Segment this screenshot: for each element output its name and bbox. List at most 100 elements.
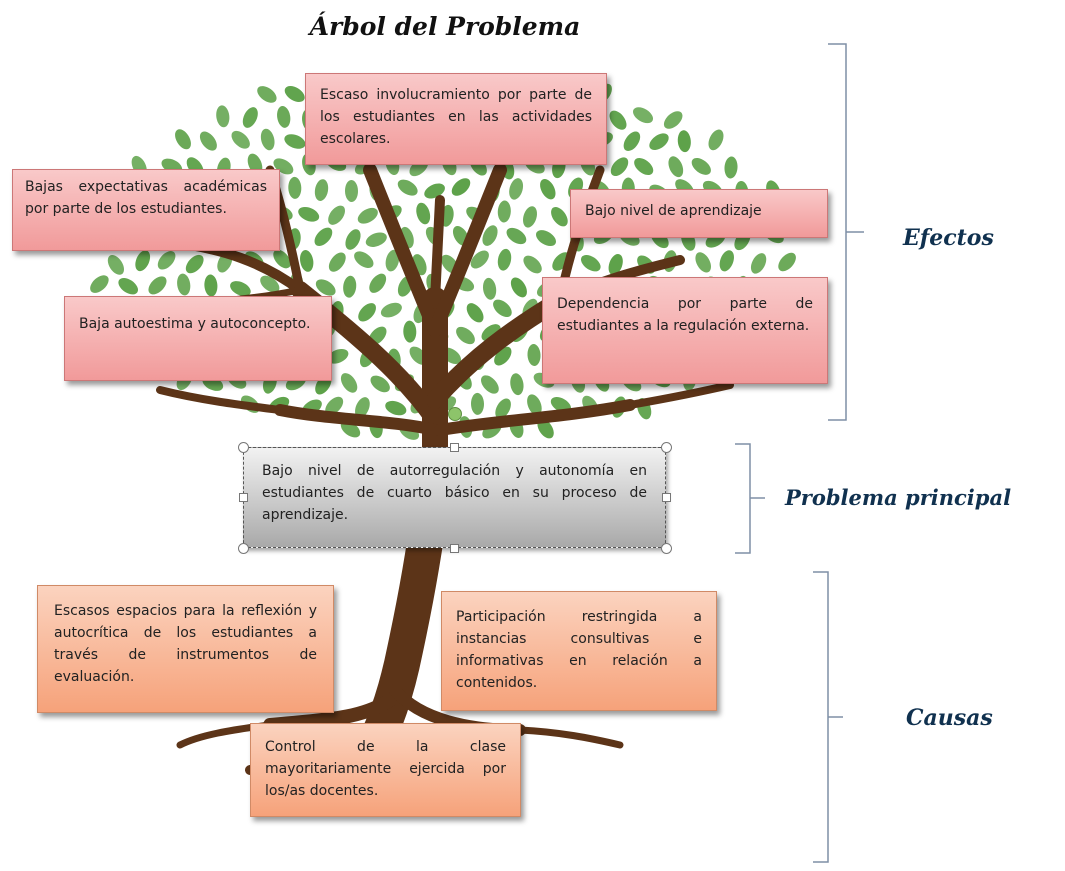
leaf bbox=[185, 254, 204, 274]
effect-box-learning-level[interactable]: Bajo nivel de aprendizaje bbox=[570, 189, 828, 238]
leaf bbox=[510, 373, 524, 396]
leaf bbox=[540, 179, 556, 200]
leaf bbox=[610, 157, 629, 177]
main-problem-box[interactable]: Bajo nivel de autorregulación y autonomí… bbox=[243, 447, 666, 548]
leaf bbox=[523, 255, 542, 274]
leaf bbox=[481, 375, 499, 394]
leaf bbox=[273, 249, 291, 269]
leaf bbox=[277, 105, 291, 128]
rotate-handle[interactable] bbox=[448, 407, 462, 421]
problem-label: Problema principal bbox=[785, 485, 1012, 510]
leaf bbox=[663, 111, 683, 129]
leaf bbox=[257, 86, 277, 103]
cause-box-reflection[interactable]: Escasos espacios para la reflexión y aut… bbox=[37, 585, 334, 713]
leaf bbox=[107, 255, 124, 275]
leaf bbox=[385, 400, 407, 416]
leaf bbox=[482, 225, 498, 246]
leaf bbox=[314, 179, 329, 201]
leaf bbox=[527, 344, 541, 366]
leaf bbox=[118, 278, 139, 295]
leaf bbox=[523, 206, 537, 228]
resize-handle-bottom[interactable] bbox=[450, 544, 459, 553]
leaf bbox=[416, 202, 431, 225]
leaf bbox=[204, 274, 218, 297]
leaf bbox=[456, 326, 475, 345]
leaf bbox=[535, 230, 557, 247]
leaf bbox=[370, 375, 390, 393]
resize-handle-top-right[interactable] bbox=[661, 442, 672, 453]
resize-handle-bottom-right[interactable] bbox=[661, 543, 672, 554]
effects-label: Efectos bbox=[903, 225, 994, 251]
leaf bbox=[380, 302, 402, 318]
leaf bbox=[482, 277, 497, 300]
main-problem-text: Bajo nivel de autorregulación y autonomí… bbox=[262, 463, 647, 523]
cause-box-participation[interactable]: Participación restringida a instancias c… bbox=[441, 591, 717, 711]
effect-box-expectations[interactable]: Bajas expectativas académicas por parte … bbox=[12, 169, 280, 251]
resize-handle-bottom-left[interactable] bbox=[238, 543, 249, 554]
leaf bbox=[230, 281, 251, 297]
resize-handle-top-left[interactable] bbox=[238, 442, 249, 453]
leaf bbox=[632, 107, 654, 124]
leaf bbox=[778, 252, 796, 272]
effects-bracket bbox=[828, 43, 864, 421]
leaf bbox=[708, 129, 724, 151]
leaf bbox=[284, 86, 305, 102]
leaf bbox=[260, 275, 280, 293]
leaf bbox=[327, 348, 349, 364]
effect-text: Baja autoestima y autoconcepto. bbox=[79, 316, 311, 332]
leaf bbox=[385, 249, 400, 272]
leaf bbox=[510, 277, 527, 298]
leaf bbox=[325, 396, 344, 416]
leaf bbox=[344, 180, 359, 202]
leaf bbox=[314, 227, 333, 246]
leaf bbox=[506, 227, 527, 245]
leaf bbox=[355, 397, 370, 419]
leaf bbox=[90, 275, 109, 293]
leaf bbox=[345, 229, 361, 250]
leaf bbox=[199, 131, 217, 151]
leaf bbox=[315, 279, 336, 296]
leaf bbox=[298, 206, 320, 222]
leaf bbox=[497, 200, 511, 223]
leaf bbox=[608, 253, 623, 276]
leaf bbox=[470, 250, 489, 269]
leaf bbox=[551, 207, 568, 227]
leaf bbox=[354, 251, 374, 269]
leaf bbox=[695, 252, 711, 273]
leaf bbox=[328, 205, 346, 225]
leaf bbox=[284, 134, 306, 149]
leaf bbox=[527, 394, 542, 416]
leaf bbox=[677, 130, 691, 153]
leaf bbox=[157, 251, 176, 270]
leaf bbox=[177, 273, 191, 296]
causes-label: Causas bbox=[906, 705, 993, 731]
leaf bbox=[609, 110, 627, 130]
leaf bbox=[634, 158, 654, 175]
leaf bbox=[691, 157, 711, 175]
leaf bbox=[135, 250, 151, 272]
leaf bbox=[493, 299, 512, 318]
leaf bbox=[623, 131, 641, 152]
leaf bbox=[175, 129, 191, 150]
effect-text: Bajas expectativas académicas por parte … bbox=[25, 179, 267, 217]
cause-text: Control de la clase mayoritariamente eje… bbox=[265, 739, 506, 799]
leaf bbox=[358, 303, 376, 322]
effect-box-self-esteem[interactable]: Baja autoestima y autoconcepto. bbox=[64, 296, 332, 381]
resize-handle-top[interactable] bbox=[450, 443, 459, 452]
leaf bbox=[343, 275, 357, 298]
effect-box-involvement[interactable]: Escaso involucramiento por parte de los … bbox=[305, 73, 607, 165]
cause-box-class-control[interactable]: Control de la clase mayoritariamente eje… bbox=[250, 723, 521, 817]
leaf bbox=[537, 418, 554, 439]
cause-text: Participación restringida a instancias c… bbox=[456, 609, 702, 691]
leaf bbox=[470, 392, 485, 415]
leaf bbox=[580, 255, 601, 272]
diagram-title: Árbol del Problema bbox=[309, 12, 581, 41]
leaf bbox=[357, 207, 378, 224]
effect-box-dependence[interactable]: Dependencia por parte de estudiantes a l… bbox=[542, 277, 828, 384]
leaf bbox=[724, 156, 738, 179]
resize-handle-right[interactable] bbox=[662, 493, 671, 502]
leaf bbox=[328, 252, 346, 272]
resize-handle-left[interactable] bbox=[239, 493, 248, 502]
leaf bbox=[365, 232, 387, 247]
leaf bbox=[300, 250, 314, 272]
